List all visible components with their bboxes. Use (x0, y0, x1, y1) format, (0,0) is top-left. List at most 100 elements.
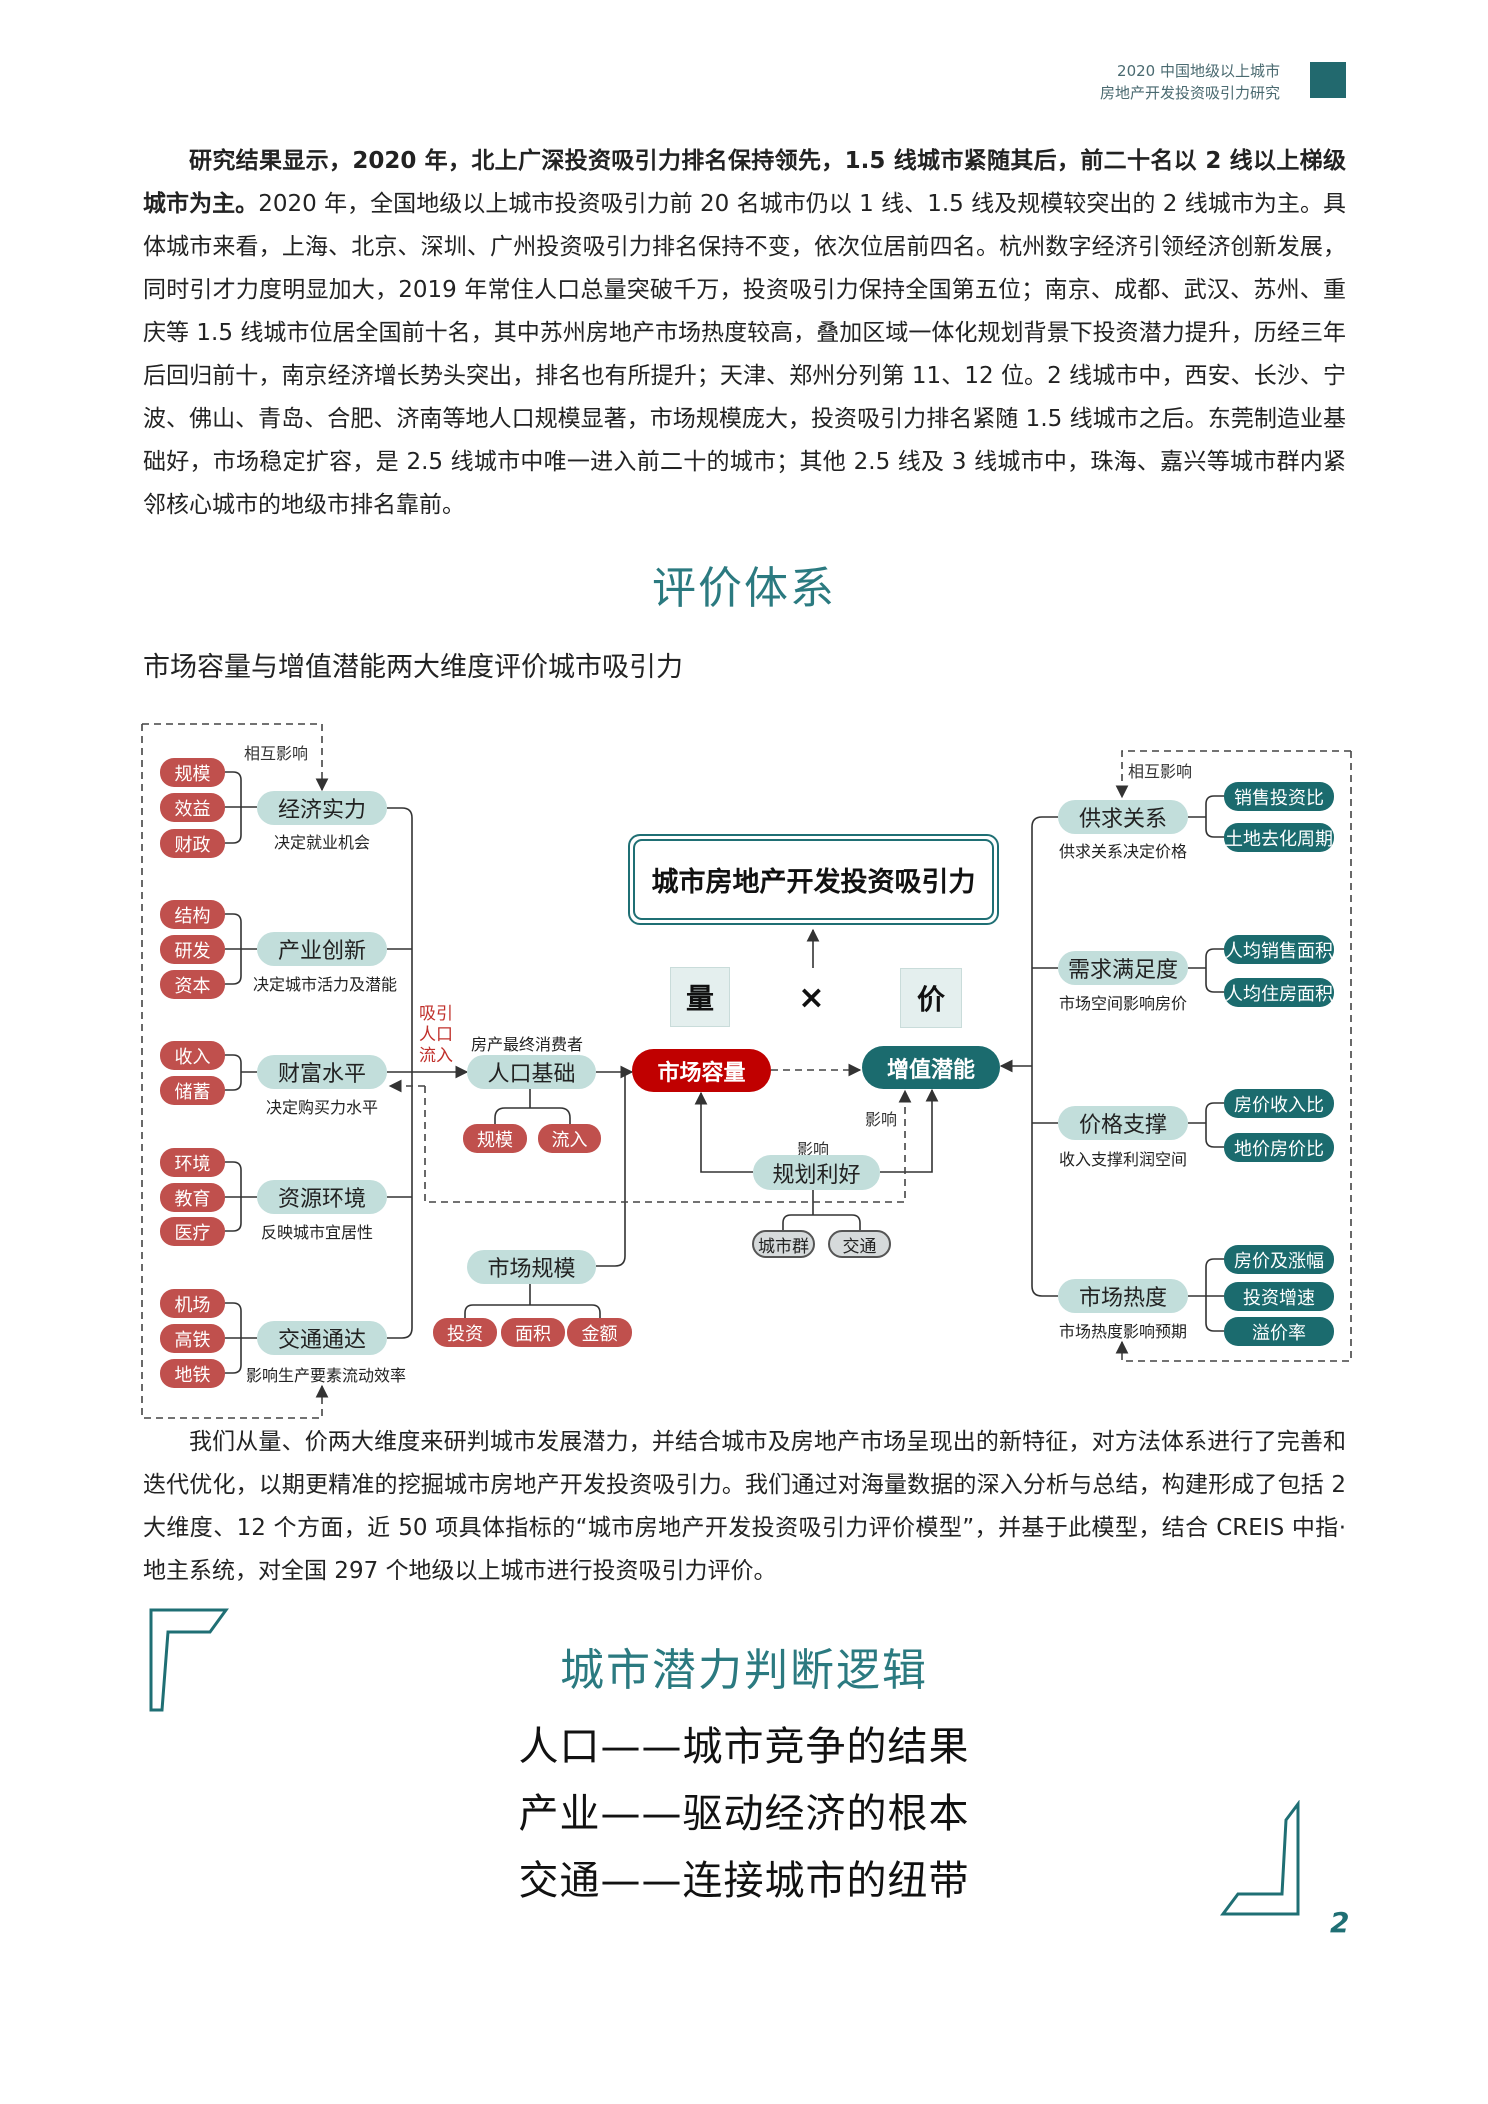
planning-traffic: 交通 (828, 1230, 891, 1258)
factor-price-support-note: 收入支撑利润空间 (1058, 1150, 1188, 1169)
right-dashed-top (1115, 750, 1351, 799)
factor-market-scale: 市场规模 (467, 1250, 596, 1284)
right-trunk-line (1031, 816, 1058, 1297)
attract-population-label: 吸引 人口 流入 (419, 1004, 453, 1067)
indicator-savings: 储蓄 (160, 1076, 225, 1105)
left-dashed-frame (141, 724, 329, 1419)
planning-city-cluster: 城市群 (752, 1230, 815, 1258)
bracket-wealth (225, 1054, 257, 1091)
attract-line2: 人口 (419, 1025, 453, 1045)
population-scale: 规模 (463, 1124, 527, 1153)
factor-economy-note: 决定就业机会 (273, 833, 371, 852)
factor-market-heat: 市场热度 (1058, 1279, 1188, 1313)
indicator-environment: 环境 (160, 1148, 225, 1177)
model-title-box: 城市房地产开发投资吸引力 (628, 834, 999, 925)
influence-label-potential: 影响 (865, 1110, 898, 1129)
factor-industry: 产业创新 (257, 932, 387, 966)
logic-line-population: 人口——城市竞争的结果 (518, 1724, 970, 1770)
paragraph-results-lead: 研究结果显示，2020 年，北上广深投资吸引力排名保持领先，1.5 线城市紧随其… (143, 148, 1346, 217)
indicator-finance: 财政 (160, 829, 225, 858)
indicator-highspeed-rail: 高铁 (160, 1324, 225, 1353)
market-scale-area: 面积 (501, 1318, 565, 1347)
header-line1: 2020 中国地级以上城市 (1117, 62, 1280, 80)
population-inflow: 流入 (538, 1124, 601, 1153)
indicator-land-house-price-ratio: 地价房价比 (1224, 1133, 1334, 1162)
attract-line1: 吸引 (419, 1004, 453, 1024)
indicator-income: 收入 (160, 1041, 225, 1070)
indicator-rnd: 研发 (160, 935, 225, 964)
bracket-supply (1188, 795, 1224, 838)
indicator-metro: 地铁 (160, 1359, 225, 1388)
indicator-premium-rate: 溢价率 (1224, 1317, 1334, 1346)
left-trunk-line (387, 807, 413, 1339)
factor-industry-note: 决定城市活力及潜能 (252, 975, 398, 994)
paragraph-results: 研究结果显示，2020 年，北上广深投资吸引力排名保持领先，1.5 线城市紧随其… (143, 140, 1346, 527)
value-potential-node: 增值潜能 (862, 1046, 1000, 1089)
mutual-influence-left-label: 相互影响 (244, 744, 309, 763)
bracket-industry (225, 913, 257, 985)
bracket-heat (1188, 1258, 1224, 1332)
bracket-population (494, 1089, 571, 1124)
factor-wealth: 财富水平 (257, 1055, 387, 1089)
paragraph-results-body: 2020 年，全国地级以上城市投资吸引力前 20 名城市仍以 1 线、1.5 线… (143, 191, 1346, 518)
indicator-medical: 医疗 (160, 1217, 225, 1246)
influence-label-planning: 影响 (797, 1140, 830, 1159)
market-scale-amount: 金额 (567, 1318, 632, 1347)
factor-supply-demand: 供求关系 (1058, 800, 1188, 834)
corner-decoration-bottom-right (1220, 1800, 1300, 1916)
section-title-logic: 城市潜力判断逻辑 (560, 1645, 928, 1696)
indicator-airport: 机场 (160, 1289, 225, 1318)
factor-traffic: 交通通达 (257, 1321, 387, 1355)
quantity-box: 量 (670, 967, 730, 1027)
section-title-evaluation: 评价体系 (652, 563, 836, 614)
bracket-economy (225, 771, 257, 844)
right-dashed-frame (1115, 751, 1352, 1362)
bracket-resource (225, 1161, 257, 1232)
arrow-planning-to-capacity (694, 1091, 753, 1173)
indicator-price-income-ratio: 房价收入比 (1224, 1089, 1334, 1118)
market-scale-investment: 投资 (433, 1318, 497, 1347)
indicator-structure: 结构 (160, 900, 225, 929)
consumer-label: 房产最终消费者 (471, 1035, 584, 1054)
indicator-sales-investment-ratio: 销售投资比 (1224, 782, 1334, 811)
market-capacity-node: 市场容量 (632, 1049, 771, 1092)
section-subtitle: 市场容量与增值潜能两大维度评价城市吸引力 (143, 652, 683, 683)
attract-line3: 流入 (419, 1046, 453, 1066)
factor-population: 人口基础 (467, 1055, 596, 1089)
indicator-per-capita-housing-area: 人均住房面积 (1224, 978, 1334, 1007)
left-dashed-top (142, 723, 329, 792)
mutual-influence-right-label: 相互影响 (1128, 762, 1193, 781)
model-title: 城市房地产开发投资吸引力 (633, 839, 994, 920)
factor-economy: 经济实力 (257, 791, 387, 825)
bracket-planning (782, 1190, 861, 1230)
bracket-price (1188, 1102, 1224, 1148)
corner-decoration-top-left (149, 1608, 229, 1712)
dashed-feedback-loop (424, 1086, 912, 1203)
factor-market-heat-note: 市场热度影响预期 (1058, 1322, 1188, 1341)
multiply-sign: × (798, 978, 825, 1016)
factor-planning: 规划利好 (753, 1155, 880, 1190)
page-number: 2 (1330, 1906, 1350, 1939)
price-box: 价 (900, 968, 962, 1028)
factor-demand-satisfaction: 需求满足度 (1058, 951, 1188, 985)
logic-line-traffic: 交通——连接城市的纽带 (518, 1858, 970, 1904)
paragraph-methodology: 我们从量、价两大维度来研判城市发展潜力，并结合城市及房地产市场呈现出的新特征，对… (143, 1429, 1346, 1584)
bracket-demand (1188, 948, 1224, 993)
indicator-price-growth: 房价及涨幅 (1224, 1245, 1334, 1274)
indicator-efficiency: 效益 (160, 793, 225, 822)
bracket-market-scale (464, 1284, 601, 1318)
indicator-land-destocking-cycle: 土地去化周期 (1224, 823, 1334, 852)
logic-line-industry: 产业——驱动经济的根本 (518, 1791, 970, 1837)
factor-resource: 资源环境 (257, 1180, 387, 1214)
line-scale-to-capacity (596, 1072, 626, 1267)
indicator-education: 教育 (160, 1183, 225, 1212)
factor-price-support: 价格支撑 (1058, 1106, 1188, 1140)
factor-supply-demand-note: 供求关系决定价格 (1058, 842, 1188, 861)
report-header: 2020 中国地级以上城市 房地产开发投资吸引力研究 (1100, 60, 1280, 104)
indicator-capital: 资本 (160, 970, 225, 999)
bracket-traffic (225, 1302, 257, 1374)
indicator-scale: 规模 (160, 758, 225, 787)
arrow-planning-to-potential (880, 1088, 939, 1173)
factor-resource-note: 反映城市宜居性 (260, 1223, 374, 1242)
